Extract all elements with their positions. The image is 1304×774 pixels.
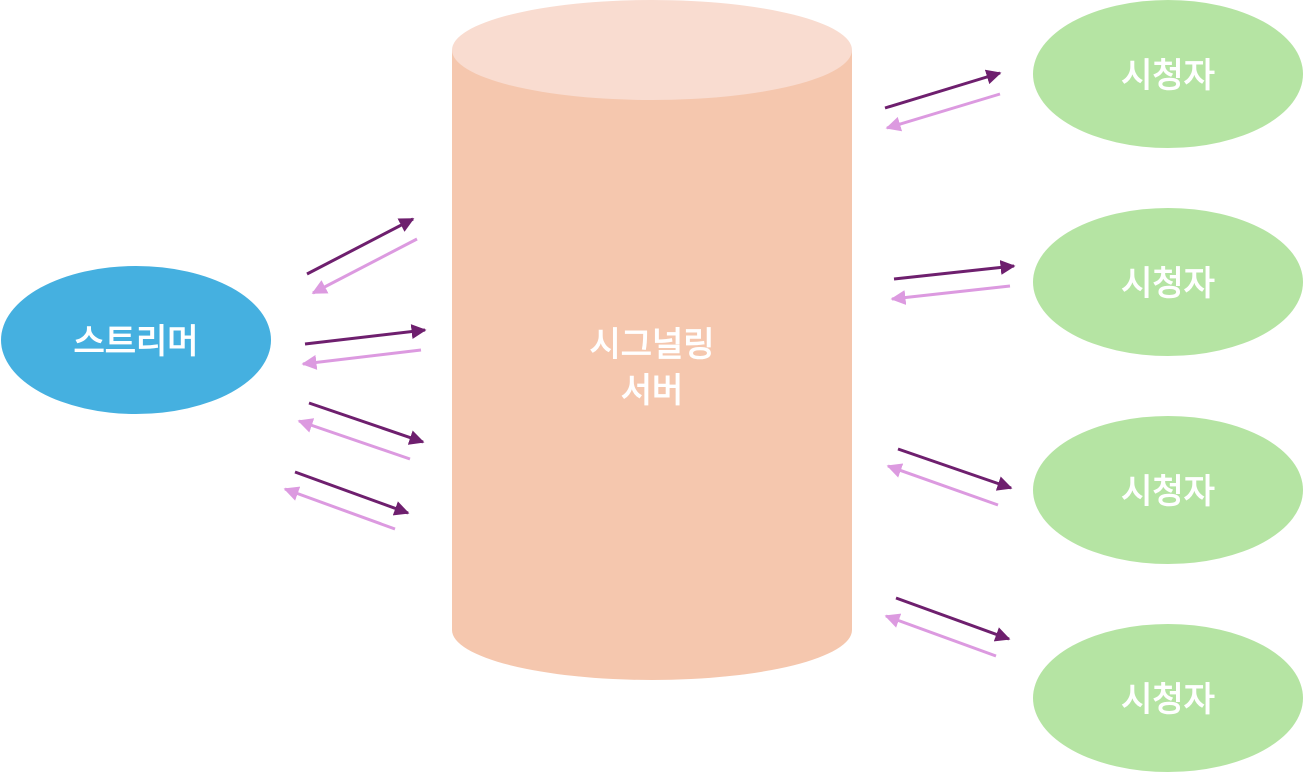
streamer-server-arrows: [283, 217, 427, 531]
streamer-ellipse: [1, 266, 271, 414]
arrow-to-streamer: [311, 237, 418, 295]
server-body: [452, 50, 852, 680]
arrow-to-server: [885, 92, 1001, 132]
server-label-line1: 시그널링: [589, 325, 714, 365]
arrow-to-viewer: [895, 596, 1011, 642]
arrow-to-viewer: [897, 447, 1013, 491]
viewer-ellipse: [1033, 208, 1303, 356]
arrow-to-server: [886, 463, 999, 507]
viewer-label: 시청자: [1121, 56, 1215, 96]
arrow-to-streamer: [301, 348, 422, 370]
viewer-node-2: 시청자: [1033, 208, 1303, 356]
streamer-node: 스트리머: [1, 266, 271, 414]
viewer-label: 시청자: [1121, 680, 1215, 720]
arrow-to-server: [308, 401, 425, 445]
viewer-node-1: 시청자: [1033, 0, 1303, 148]
arrow-to-streamer: [283, 486, 396, 531]
viewer-ellipse: [1033, 416, 1303, 564]
arrow-to-viewer: [884, 69, 1002, 110]
server-label-line2: 서버: [621, 371, 684, 411]
viewer-ellipse: [1033, 0, 1303, 148]
arrow-to-viewer: [893, 259, 1016, 281]
arrow-to-server: [890, 284, 1011, 305]
arrow-to-server: [306, 217, 415, 276]
viewer-label: 시청자: [1121, 264, 1215, 304]
arrow-to-server: [294, 470, 410, 516]
viewer-node-4: 시청자: [1033, 624, 1303, 772]
viewer-label: 시청자: [1121, 472, 1215, 512]
server-top: [452, 0, 852, 100]
arrow-to-server: [304, 324, 427, 346]
viewer-node-3: 시청자: [1033, 416, 1303, 564]
server-viewer-arrows: [884, 69, 1016, 658]
streamer-label: 스트리머: [73, 322, 198, 362]
arrow-to-streamer: [297, 418, 411, 461]
viewer-ellipse: [1033, 624, 1303, 772]
arrow-to-server: [884, 613, 997, 658]
signaling-server: 시그널링 서버: [452, 0, 852, 680]
